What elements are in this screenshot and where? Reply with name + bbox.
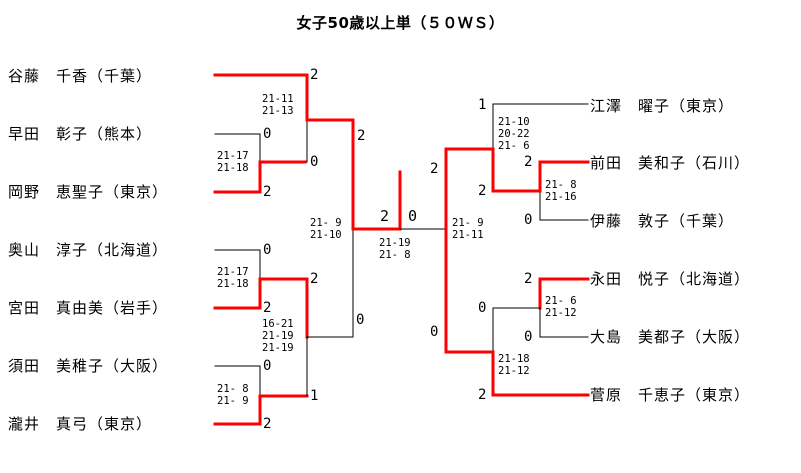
score: 0 [263, 242, 272, 258]
set-scores: 21-11 21-13 [262, 93, 294, 117]
score: 1 [310, 388, 319, 404]
player-right-2: 前田 美和子（石川） [590, 154, 751, 172]
set-scores: 21-17 21-18 [217, 266, 249, 290]
player-left-7: 瀧井 真弓（東京） [8, 415, 153, 433]
score: 2 [310, 67, 319, 83]
score: 2 [478, 387, 487, 403]
player-left-6: 須田 美稚子（大阪） [8, 357, 169, 375]
set-scores: 21- 9 21-10 [310, 217, 342, 241]
score: 2 [263, 300, 272, 316]
score: 2 [263, 184, 272, 200]
final-score: 0 [408, 207, 418, 225]
set-scores: 21- 9 21-11 [452, 217, 484, 241]
set-scores: 21-17 21-18 [217, 150, 249, 174]
player-right-6: 菅原 千恵子（東京） [590, 386, 751, 404]
player-left-4: 奥山 淳子（北海道） [8, 241, 169, 259]
page-title: 女子50歳以上単（５０ＷＳ） [296, 14, 505, 32]
player-right-3: 伊藤 敦子（千葉） [590, 212, 735, 230]
score: 2 [524, 154, 533, 170]
player-right-1: 江澤 曜子（東京） [590, 97, 735, 115]
set-scores: 21-10 20-22 21- 6 [498, 116, 530, 152]
set-scores: 21- 8 21-16 [545, 179, 577, 203]
score: 0 [310, 154, 319, 170]
score: 0 [524, 329, 533, 345]
score: 0 [430, 324, 439, 340]
set-scores: 16-21 21-19 21-19 [262, 318, 294, 354]
score: 2 [430, 161, 439, 177]
set-scores: 21- 8 21- 9 [217, 383, 249, 407]
score: 1 [478, 97, 487, 113]
set-scores: 21- 6 21-12 [545, 295, 577, 319]
player-left-3: 岡野 恵聖子（東京） [8, 183, 169, 201]
player-right-5: 大島 美都子（大阪） [590, 328, 751, 346]
score: 2 [478, 183, 487, 199]
score: 0 [356, 312, 365, 328]
score: 2 [263, 416, 272, 432]
player-left-2: 早田 彰子（熊本） [8, 125, 153, 143]
player-left-5: 宮田 真由美（岩手） [8, 299, 169, 317]
score: 2 [357, 128, 366, 144]
score: 2 [524, 271, 533, 287]
score: 0 [263, 358, 272, 374]
score: 0 [263, 126, 272, 142]
final-score: 2 [380, 207, 390, 225]
player-left-1: 谷藤 千香（千葉） [8, 67, 153, 85]
player-right-4: 永田 悦子（北海道） [590, 270, 751, 288]
score: 0 [524, 212, 533, 228]
score: 2 [310, 271, 319, 287]
final-set-scores: 21-19 21- 8 [379, 237, 411, 261]
set-scores: 21-18 21-12 [498, 353, 530, 377]
score: 0 [478, 300, 487, 316]
